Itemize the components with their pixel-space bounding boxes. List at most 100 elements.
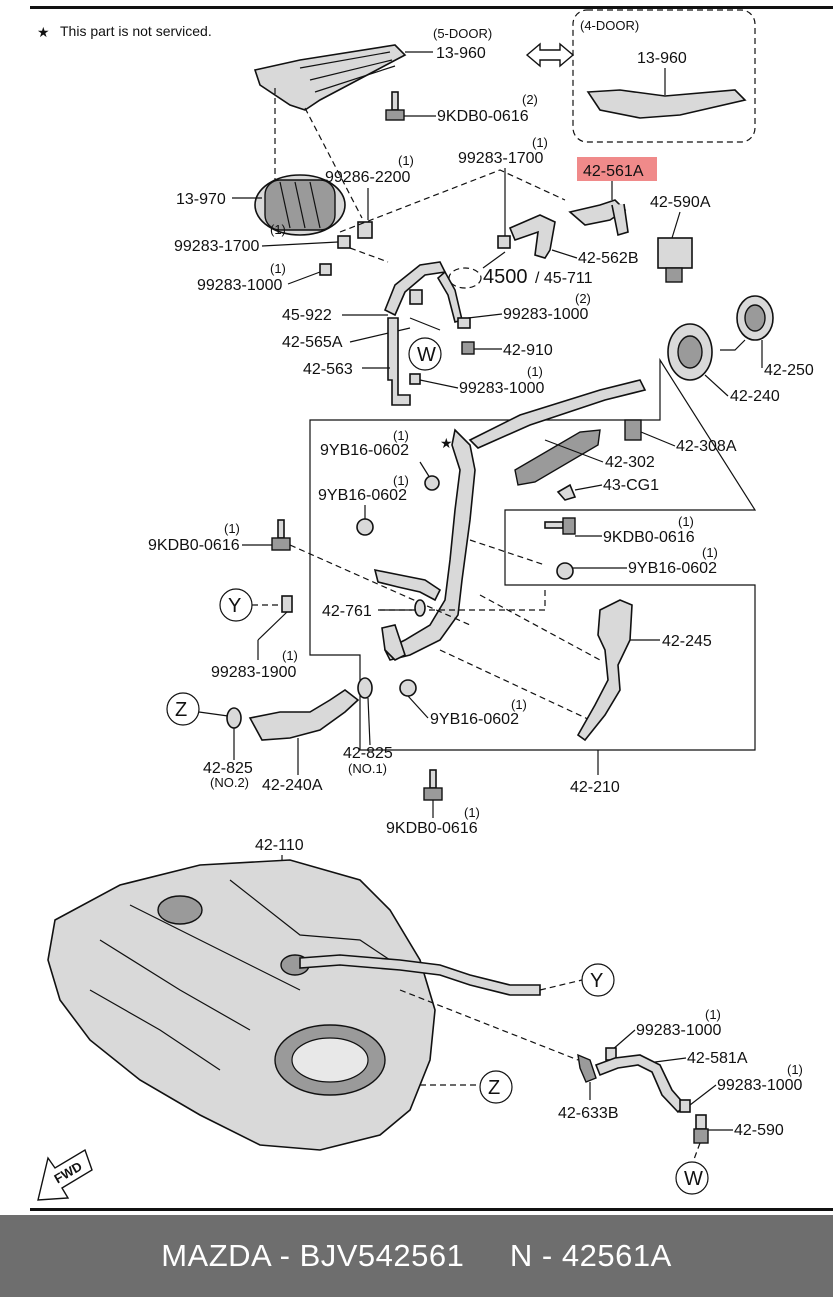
label-9kdb-mid-l: 9KDB0-0616: [148, 537, 240, 554]
label-5door: (5-DOOR): [433, 26, 492, 41]
label-42-110: 42-110: [255, 837, 304, 854]
label-99283-1700-b: 99283-1700: [458, 150, 544, 167]
label-9yb-a: 9YB16-0602: [320, 442, 409, 459]
label-42-825-no1-sub: (NO.1): [348, 761, 387, 776]
callout-w-bottom-label: W: [684, 1168, 703, 1190]
qty-9yb-c: (1): [702, 545, 718, 560]
callout-z-right: [479, 1070, 513, 1104]
valve-42-590: [693, 1114, 709, 1144]
qty-99283-1000-e: (1): [787, 1062, 803, 1077]
clamp-99283-1000-e: [679, 1099, 691, 1113]
filler-pipe-42-210: [383, 379, 647, 661]
label-45-922: 45-922: [282, 307, 332, 324]
canister-13-970: [254, 174, 346, 236]
label-42-240: 42-240: [730, 388, 780, 405]
not-serviced-marker-icon: ★: [440, 435, 453, 451]
label-42-825-no2: 42-825: [203, 760, 253, 777]
label-9kdb-mid-r: 9KDB0-0616: [603, 529, 695, 546]
bolt-mid-right: [544, 517, 576, 535]
nut-9yb-d: [399, 679, 417, 697]
label-4door: (4-DOOR): [580, 18, 639, 33]
label-13-970: 13-970: [176, 191, 226, 208]
label-99283-1000-b: 99283-1000: [503, 306, 589, 323]
fuel-tank-42-110: [47, 859, 436, 1151]
qty-9kdb-low: (1): [464, 805, 480, 820]
bolt-top: [385, 91, 405, 121]
label-42-825-no2-sub: (NO.2): [210, 775, 249, 790]
hose-42-761: [373, 568, 442, 617]
clamp-99283-1700-b: [497, 235, 511, 249]
hose-42-562B: [508, 214, 556, 259]
bracket-small: [381, 624, 406, 661]
qty-9yb-a: (1): [393, 428, 409, 443]
label-42-910: 42-910: [503, 342, 553, 359]
qty-99283-1700-a: (1): [270, 222, 286, 237]
label-42-563: 42-563: [303, 361, 353, 378]
label-42-308A: 42-308A: [676, 438, 737, 455]
clamp-42-825-no2: [226, 707, 242, 729]
fwd-arrow-icon: FWD: [37, 1148, 93, 1201]
label-42-561A: 42-561A: [583, 163, 644, 180]
clamp-99283-1000-c: [409, 373, 421, 385]
clip-99286: [357, 221, 373, 239]
not-serviced-star-icon: ★: [37, 24, 50, 40]
hose-42-563: [387, 317, 411, 406]
clip-42-910: [461, 341, 475, 355]
label-9kdb-top: 9KDB0-0616: [437, 108, 529, 125]
qty-99286: (1): [398, 153, 414, 168]
label-42-825-no1: 42-825: [343, 745, 393, 762]
label-42-562B: 42-562B: [578, 250, 639, 267]
label-42-761: 42-761: [322, 603, 372, 620]
clamp-99283-1000-b: [457, 317, 471, 329]
bolt-bottom: [423, 769, 443, 801]
label-42-210: 42-210: [570, 779, 620, 796]
callout-z-left: [166, 692, 200, 726]
parts-diagram: ★ This part is not serviced. (5-DOOR) 13…: [30, 6, 833, 1211]
highlight-42-561A: [577, 157, 657, 181]
callout-y-right-label: Y: [590, 970, 603, 992]
qty-9kdb-top: (2): [522, 92, 538, 107]
label-99283-1000-d: 99283-1000: [636, 1022, 722, 1039]
clamp-42-825-no1: [357, 677, 373, 699]
label-9yb-c: 9YB16-0602: [628, 560, 717, 577]
qty-99283-1000-a: (1): [270, 261, 286, 276]
hose-42-561A: [568, 199, 629, 237]
hose-42-581A: [594, 1054, 687, 1114]
bracket-5door: [253, 44, 407, 111]
qty-99283-1000-c: (1): [527, 364, 543, 379]
qty-99283-1700-b: (1): [532, 135, 548, 150]
label-42-240A: 42-240A: [262, 777, 323, 794]
qty-9kdb-mid-l: (1): [224, 521, 240, 536]
callout-z-right-label: Z: [488, 1077, 500, 1099]
bracket-42-245: [576, 599, 633, 742]
label-42-302: 42-302: [605, 454, 655, 471]
qty-9yb-d: (1): [511, 697, 527, 712]
bracket-42-308A: [624, 419, 642, 441]
footer-text: MAZDA - BJV542561 N - 42561A: [161, 1238, 672, 1273]
label-13-960-b: 13-960: [637, 50, 687, 67]
vent-pipe: [299, 954, 541, 996]
nut-9yb-b: [356, 518, 374, 536]
bracket-4door: [586, 89, 747, 119]
callout-w-top: [408, 337, 442, 371]
label-42-245: 42-245: [662, 633, 712, 650]
clamp-99283-1900: [281, 595, 293, 613]
clamp-99283-1700-a: [337, 235, 351, 249]
fitting-45-922: [409, 289, 423, 305]
footer-bar: MAZDA - BJV542561 N - 42561A: [0, 1215, 833, 1297]
label-99286: 99286-2200: [325, 169, 411, 186]
note-text: This part is not serviced.: [60, 23, 212, 39]
label-99283-1000-e: 99283-1000: [717, 1077, 803, 1094]
label-9yb-d: 9YB16-0602: [430, 711, 519, 728]
nut-9yb-a: [424, 475, 440, 491]
label-42-633B: 42-633B: [558, 1105, 619, 1122]
callout-y-left-label: Y: [228, 595, 241, 617]
callout-y-right: [581, 963, 615, 997]
valve-42-590A: [657, 237, 693, 283]
guard-42-302: [514, 429, 601, 486]
callout-w-bottom: [675, 1161, 709, 1195]
label-99283-1000-c: 99283-1000: [459, 380, 545, 397]
clamp-99283-1000-a: [319, 263, 332, 276]
label-42-250: 42-250: [764, 362, 814, 379]
label-42-565A: 42-565A: [282, 334, 343, 351]
